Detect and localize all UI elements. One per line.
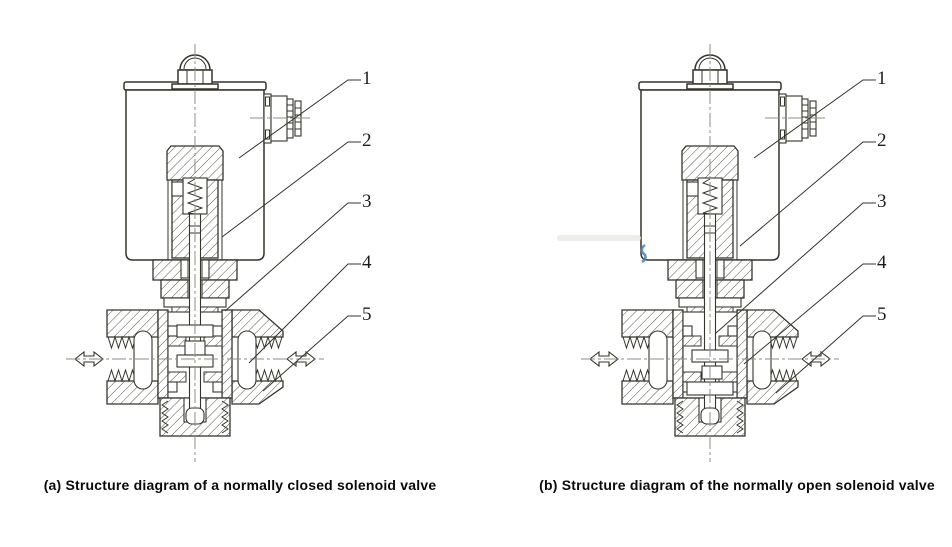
watermark-artifact — [557, 235, 647, 264]
leader-lines-a — [221, 79, 361, 392]
part-number-label: 1 — [877, 68, 887, 89]
solenoid-valve-diagram-a: 1 2 3 4 5 — [66, 44, 372, 462]
part-number-label: 5 — [362, 304, 372, 325]
part-number-label: 2 — [362, 130, 372, 151]
part-number-labels-b: 1 2 3 4 5 — [877, 68, 887, 325]
part-number-label: 3 — [877, 191, 887, 212]
stem-collar — [701, 365, 723, 380]
part-number-labels-a: 1 2 3 4 5 — [362, 68, 372, 325]
caption-a: (a) Structure diagram of a normally clos… — [43, 477, 437, 493]
part-number-label: 4 — [877, 252, 887, 273]
centerlines-a — [66, 44, 324, 462]
part-number-label: 2 — [877, 130, 887, 151]
solenoid-valve-diagram-b: 1 2 3 4 5 — [557, 44, 887, 462]
blue-ink-mark — [640, 243, 647, 264]
part-number-label: 1 — [362, 68, 372, 89]
part-number-label: 4 — [362, 252, 372, 273]
part-number-label: 3 — [362, 191, 372, 212]
leader-lines-b — [715, 79, 876, 394]
part-number-label: 5 — [877, 304, 887, 325]
centerlines-b — [581, 44, 839, 462]
caption-b: (b) Structure diagram of the normally op… — [539, 477, 935, 493]
